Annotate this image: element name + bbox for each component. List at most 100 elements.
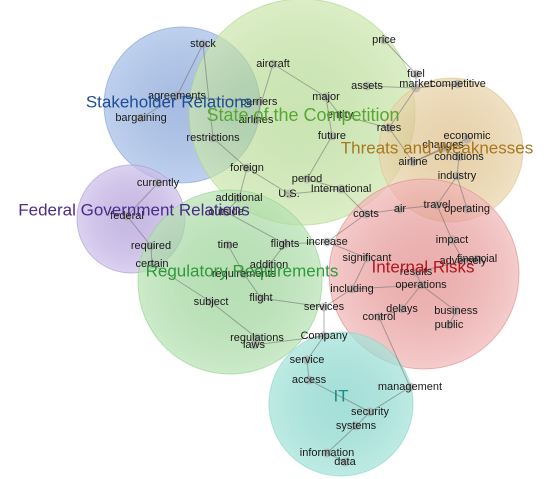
- term-node: [146, 241, 156, 251]
- term-link: [378, 316, 411, 388]
- term-link: [365, 208, 401, 215]
- term-link: [306, 135, 333, 180]
- term-node: [206, 297, 216, 307]
- term-label: access: [292, 374, 327, 386]
- term-node: [242, 163, 252, 173]
- term-label: price: [372, 34, 396, 46]
- term-link: [126, 215, 152, 247]
- term-node: [302, 355, 312, 365]
- term-link: [351, 257, 368, 290]
- term-node: [397, 304, 407, 314]
- term-link: [255, 63, 274, 121]
- term-node: [321, 92, 331, 102]
- term-node: [444, 320, 454, 330]
- term-link: [339, 114, 390, 129]
- term-node: [453, 79, 463, 89]
- term-node: [172, 91, 182, 101]
- term-label: fuel: [407, 68, 425, 80]
- term-label: rates: [377, 122, 402, 134]
- term-node: [411, 69, 421, 79]
- term-node: [208, 133, 218, 143]
- term-node: [447, 235, 457, 245]
- topic-circle-internal: [328, 178, 520, 370]
- term-label: flights: [271, 238, 300, 250]
- term-link: [176, 95, 260, 103]
- term-label: subject: [194, 296, 229, 308]
- term-link: [284, 241, 328, 245]
- term-label: business: [434, 305, 478, 317]
- term-link: [151, 263, 212, 303]
- term-link: [420, 284, 457, 312]
- term-link: [340, 188, 367, 215]
- term-label: agreements: [148, 90, 207, 102]
- term-node: [322, 237, 332, 247]
- term-label: additional: [215, 192, 262, 204]
- term-node: [252, 333, 262, 343]
- term-label: outside: [208, 206, 243, 218]
- term-node: [234, 193, 244, 203]
- term-link: [210, 301, 258, 339]
- term-label: economic: [443, 130, 491, 142]
- term-label: services: [304, 301, 345, 313]
- term-node: [462, 134, 472, 144]
- term-label: addition: [250, 259, 289, 271]
- term-link: [383, 39, 417, 75]
- term-node: [268, 59, 278, 69]
- topic-circle-regulatory: [137, 189, 323, 375]
- term-label: laws: [243, 339, 266, 351]
- term-label: data: [334, 456, 356, 468]
- term-node: [319, 331, 329, 341]
- term-label: changes: [422, 139, 464, 151]
- term-node: [347, 284, 357, 294]
- term-nodes: stockaircraftpricefuelmarketcompetitivea…: [110, 34, 497, 468]
- term-label: competitive: [430, 78, 486, 90]
- term-label: control: [362, 311, 395, 323]
- term-node: [458, 256, 468, 266]
- term-link: [126, 182, 159, 217]
- term-node: [361, 209, 371, 219]
- term-link: [306, 335, 325, 361]
- topic-label-regulatory: Regulatory Requirements: [146, 261, 339, 280]
- term-node: [340, 457, 350, 467]
- term-node: [405, 382, 415, 392]
- topic-label-internal: Internal Risks: [372, 257, 475, 276]
- term-link: [399, 204, 438, 210]
- term-link: [401, 284, 422, 310]
- term-node: [462, 204, 472, 214]
- term-link: [253, 335, 325, 346]
- term-node: [454, 152, 464, 162]
- term-node: [452, 171, 462, 181]
- term-link: [388, 127, 414, 163]
- term-link: [326, 213, 367, 243]
- term-label: carriers: [241, 96, 278, 108]
- term-node: [198, 39, 208, 49]
- term-node: [136, 113, 146, 123]
- term-link: [272, 63, 327, 98]
- term-label: operating: [444, 203, 490, 215]
- term-link: [325, 96, 333, 137]
- term-link: [415, 83, 459, 89]
- term-label: restrictions: [186, 132, 240, 144]
- term-link: [140, 95, 178, 119]
- term-node: [280, 239, 290, 249]
- term-link: [225, 211, 286, 245]
- term-node: [416, 280, 426, 290]
- term-node: [221, 207, 231, 217]
- term-link: [436, 175, 458, 206]
- term-label: flight: [249, 292, 272, 304]
- term-link: [369, 386, 411, 413]
- term-link: [308, 379, 371, 413]
- term-label: major: [312, 91, 340, 103]
- term-label: aircraft: [256, 58, 290, 70]
- term-label: bargaining: [115, 112, 166, 124]
- term-label: significant: [343, 252, 392, 264]
- term-label: U.S.: [278, 188, 299, 200]
- term-link: [288, 188, 342, 195]
- term-node: [379, 35, 389, 45]
- term-node: [304, 375, 314, 385]
- term-link: [436, 204, 453, 241]
- term-label: industry: [438, 170, 477, 182]
- term-label: federal: [110, 210, 144, 222]
- term-node: [362, 81, 372, 91]
